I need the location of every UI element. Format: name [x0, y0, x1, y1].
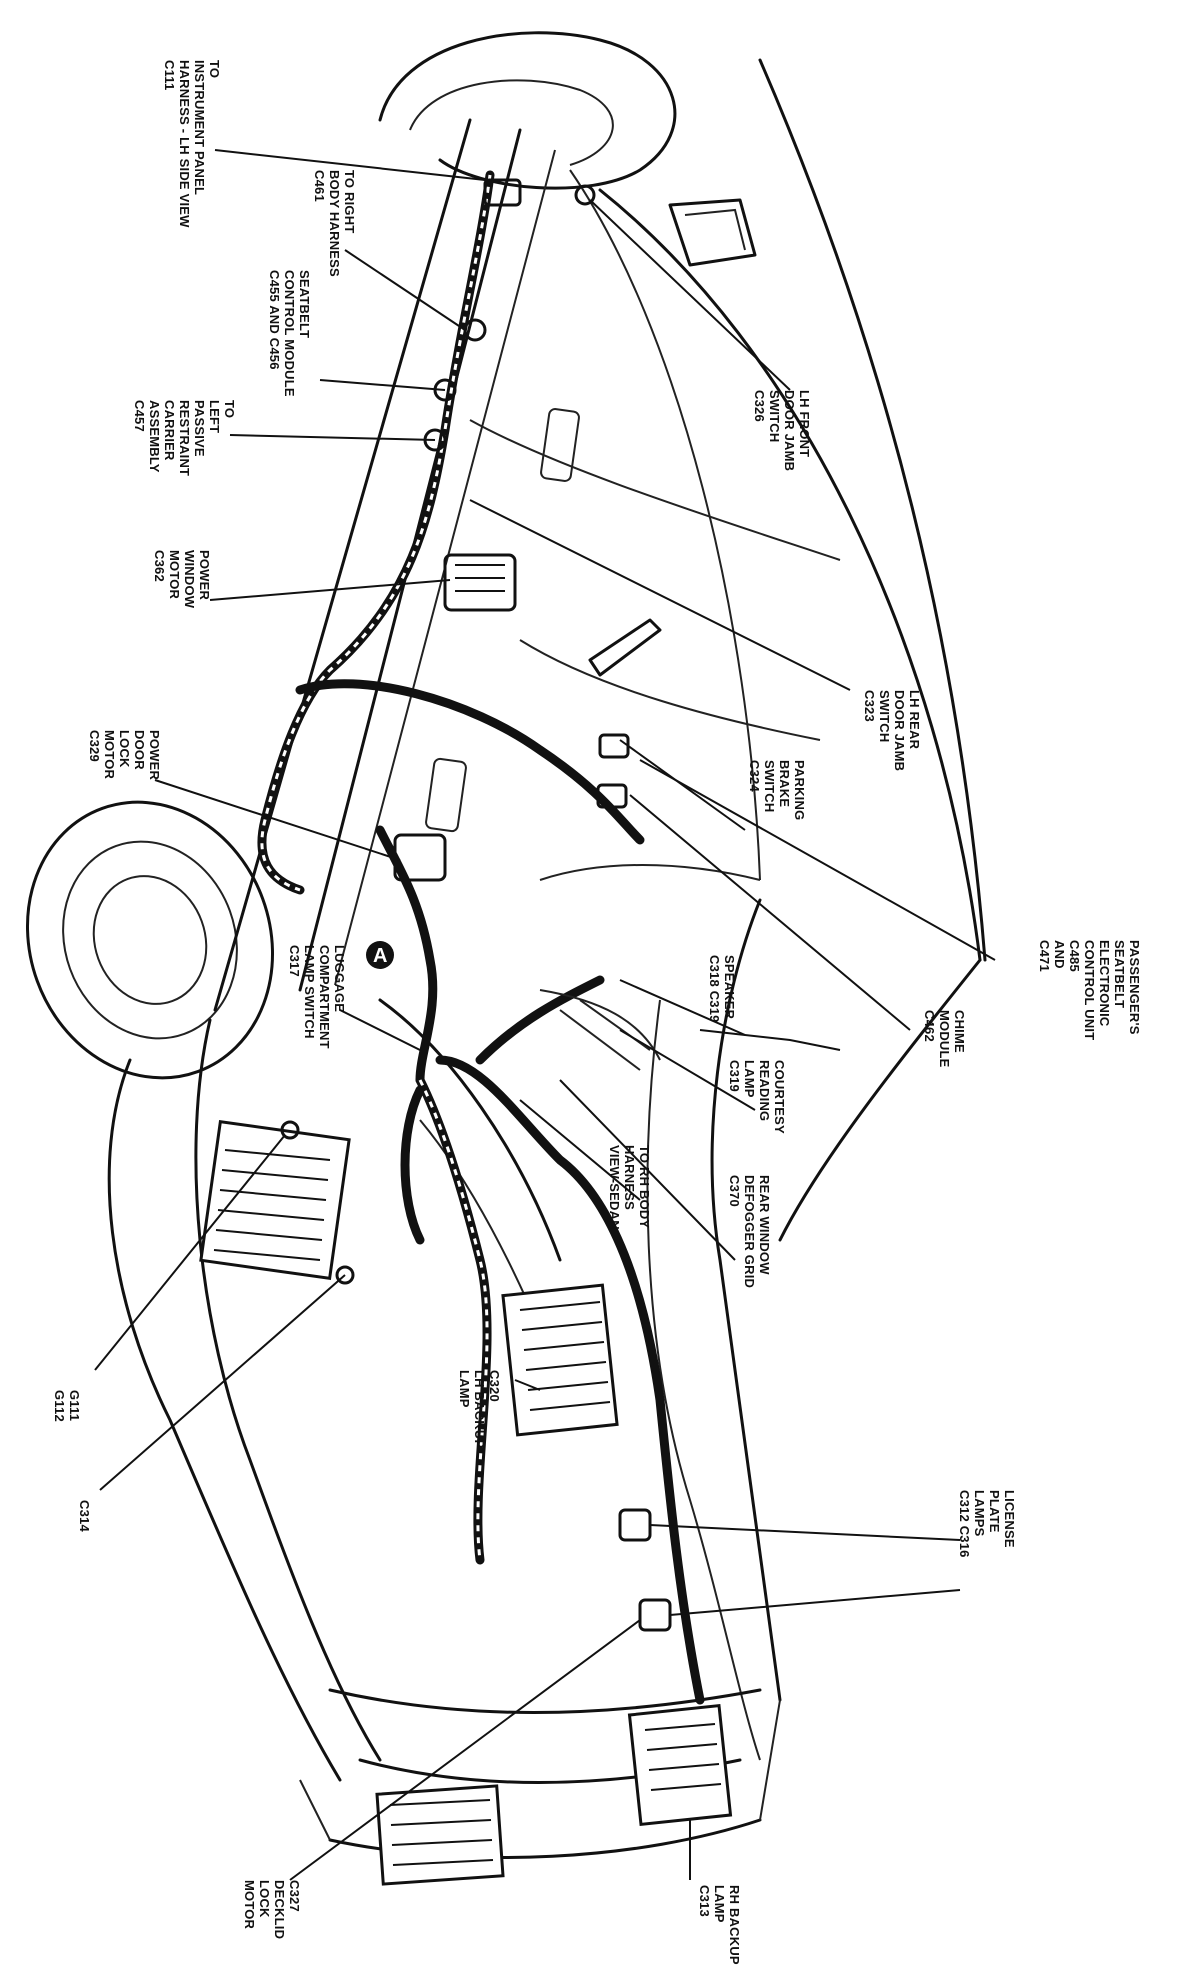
- svg-text:COURTESYREADINGLAMPC319: COURTESYREADINGLAMPC319: [727, 1060, 787, 1134]
- lh-front-door-jamb-switch-part: [668, 198, 757, 267]
- label-grounds: G111G112: [52, 1390, 82, 1422]
- rh-backup-lamp-part: [627, 1703, 733, 1827]
- svg-text:A: A: [373, 945, 387, 967]
- svg-text:PASSENGER'SSEATBELTELECTRONICC: PASSENGER'SSEATBELTELECTRONICCONTROL UNI…: [1037, 940, 1142, 1040]
- license-plate-lamp-part: [618, 1508, 652, 1542]
- parking-brake-lever: [588, 618, 662, 677]
- label-power-window-motor: POWERWINDOWMOTORC362: [152, 550, 212, 609]
- label-rh-body-harness: TO RH BODYHARNESSVIEW-SEDAN: [607, 1145, 652, 1230]
- connector-marker-a: A: [366, 941, 394, 969]
- svg-text:CHIMEMODULEC462: CHIMEMODULEC462: [922, 1010, 967, 1068]
- label-decklid-lock-motor: C327DECKLIDLOCKMOTOR: [242, 1880, 302, 1939]
- svg-text:G111G112: G111G112: [52, 1390, 82, 1422]
- components: A: [199, 178, 757, 1886]
- label-lh-backup-lamp: C320LH BACKUPLAMP: [457, 1370, 502, 1448]
- svg-text:SEATBELTCONTROL MODULEC455 AND: SEATBELTCONTROL MODULEC455 AND C456: [267, 270, 312, 397]
- wiring-harness: [257, 170, 705, 1705]
- seatbelt-unit-part: [598, 733, 630, 759]
- svg-text:TO RH BODYHARNESSVIEW-SEDAN: TO RH BODYHARNESSVIEW-SEDAN: [607, 1145, 652, 1230]
- svg-text:LH FRONTDOOR JAMBSWITCHC326: LH FRONTDOOR JAMBSWITCHC326: [752, 390, 812, 471]
- label-lh-rear-door-jamb: LH REARDOOR JAMBSWITCHC323: [862, 690, 922, 771]
- svg-text:TOLEFTPASSIVERESTRAINTCARRIERA: TOLEFTPASSIVERESTRAINTCARRIERASSEMBLYC45…: [132, 400, 237, 476]
- callout-labels: TOINSTRUMENT PANELHARNESS - LH SIDE VIEW…: [52, 60, 1142, 1965]
- leader-lines: [94, 149, 996, 1881]
- svg-text:POWERDOORLOCKMOTORC329: POWERDOORLOCKMOTORC329: [87, 730, 162, 781]
- svg-text:LICENSEPLATELAMPSC312 C316: LICENSEPLATELAMPSC312 C316: [957, 1490, 1017, 1558]
- svg-text:C327DECKLIDLOCKMOTOR: C327DECKLIDLOCKMOTOR: [242, 1880, 302, 1939]
- label-luggage-lamp-switch: LUGGAGECOMPARTMENTLAMP SWITCHC317: [287, 945, 347, 1049]
- label-chime-module: CHIMEMODULEC462: [922, 1010, 967, 1068]
- lh-backup-lamp-part: [501, 1283, 619, 1437]
- label-right-body-harness: TO RIGHTBODY HARNESSC461: [312, 170, 357, 277]
- svg-text:SPEAKERC318 C319: SPEAKERC318 C319: [707, 955, 737, 1023]
- label-courtesy-lamp: COURTESYREADINGLAMPC319: [727, 1060, 787, 1134]
- label-license-plate-lamps: LICENSEPLATELAMPSC312 C316: [957, 1490, 1017, 1558]
- power-window-motor-part: [443, 553, 517, 612]
- svg-text:RH BACKUPLAMPC313: RH BACKUPLAMPC313: [697, 1885, 742, 1965]
- lh-tail-lamp: [199, 1119, 351, 1281]
- car-body-outline: [25, 31, 987, 1859]
- svg-text:C314: C314: [77, 1500, 92, 1532]
- svg-text:REAR WINDOWDEFOGGER GRIDC370: REAR WINDOWDEFOGGER GRIDC370: [727, 1175, 772, 1288]
- chime-module-part: [596, 783, 628, 809]
- label-instrument-panel: TOINSTRUMENT PANELHARNESS - LH SIDE VIEW…: [162, 60, 222, 228]
- svg-text:POWERWINDOWMOTORC362: POWERWINDOWMOTORC362: [152, 550, 212, 609]
- rear-lamp-bottom-left: [375, 1784, 505, 1886]
- label-c314: C314: [77, 1500, 92, 1532]
- label-seatbelt-control-module: SEATBELTCONTROL MODULEC455 AND C456: [267, 270, 312, 397]
- label-lh-front-door-jamb: LH FRONTDOOR JAMBSWITCHC326: [752, 390, 812, 471]
- svg-text:LH REARDOOR JAMBSWITCHC323: LH REARDOOR JAMBSWITCHC323: [862, 690, 922, 771]
- svg-text:C320LH BACKUPLAMP: C320LH BACKUPLAMP: [457, 1370, 502, 1448]
- label-speaker: SPEAKERC318 C319: [707, 955, 737, 1023]
- label-left-passive-restraint: TOLEFTPASSIVERESTRAINTCARRIERASSEMBLYC45…: [132, 400, 237, 476]
- svg-text:LUGGAGECOMPARTMENTLAMP SWITCHC: LUGGAGECOMPARTMENTLAMP SWITCHC317: [287, 945, 347, 1049]
- label-passenger-seatbelt-unit: PASSENGER'SSEATBELTELECTRONICCONTROL UNI…: [1037, 940, 1142, 1040]
- label-parking-brake: PARKINGBRAKESWITCHC324: [747, 760, 807, 820]
- svg-text:TOINSTRUMENT PANELHARNESS - LH: TOINSTRUMENT PANELHARNESS - LH SIDE VIEW…: [162, 60, 222, 228]
- c111-connector: [483, 178, 522, 207]
- svg-text:PARKINGBRAKESWITCHC324: PARKINGBRAKESWITCHC324: [747, 760, 807, 820]
- label-rear-defogger: REAR WINDOWDEFOGGER GRIDC370: [727, 1175, 772, 1288]
- label-power-door-lock-motor: POWERDOORLOCKMOTORC329: [87, 730, 162, 781]
- label-rh-backup-lamp: RH BACKUPLAMPC313: [697, 1885, 742, 1965]
- svg-text:TO RIGHTBODY HARNESSC461: TO RIGHTBODY HARNESSC461: [312, 170, 357, 277]
